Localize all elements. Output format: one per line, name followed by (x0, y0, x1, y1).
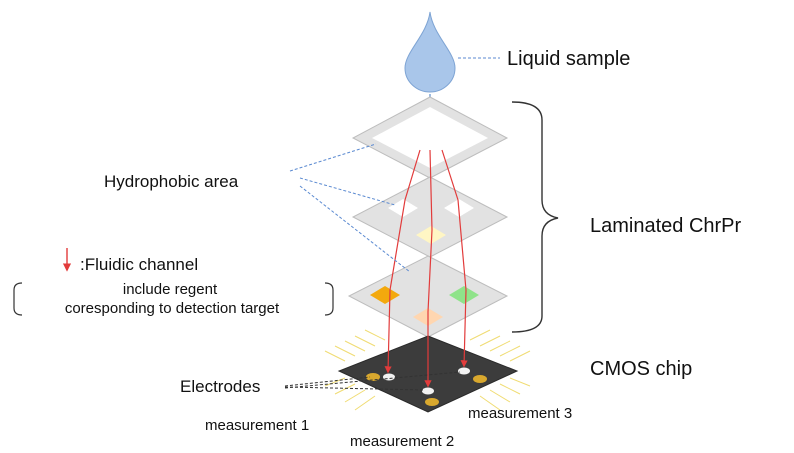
legend-bracket-right (324, 282, 334, 316)
liquid-droplet (404, 11, 456, 93)
hydrophobic-window-left (388, 199, 418, 217)
reagent-pad-green (449, 286, 479, 304)
measurement-2-label: measurement 2 (350, 433, 454, 450)
hydrophobic-leaders (289, 143, 411, 273)
fluidic-channels (384, 149, 468, 388)
liquid-sample-label: Liquid sample (507, 48, 630, 70)
laminated-bracket (511, 101, 559, 333)
layer-middle (351, 176, 509, 258)
measurement-3-label: measurement 3 (468, 405, 572, 422)
laminated-label: Laminated ChrPr (590, 215, 742, 237)
legend-arrow-label: :Fluidic channel (80, 255, 198, 274)
legend-note-line2: coresponding to detection target (65, 300, 280, 317)
electrodes (366, 367, 487, 406)
reagent-pad-orange (370, 286, 400, 304)
electrodes-label: Electrodes (180, 377, 260, 396)
hydrophobic-area-label: Hydrophobic area (104, 172, 239, 191)
measurement-1-label: measurement 1 (205, 417, 309, 434)
electrode-leaders (284, 371, 461, 391)
reagent-pad-yellow (416, 226, 446, 244)
legend-bracket-left (13, 282, 23, 316)
legend-note-line1: include regent (123, 281, 218, 298)
chip-pins (324, 329, 531, 411)
cmos-chip-label: CMOS chip (590, 358, 692, 380)
